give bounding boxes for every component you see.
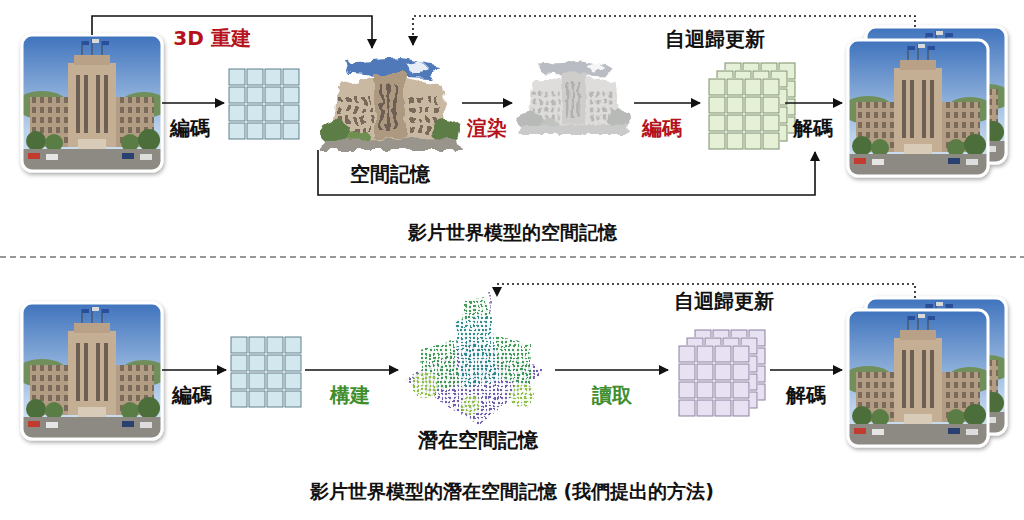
cloud-tree xyxy=(412,372,438,398)
step-label: 解碼 xyxy=(793,115,833,142)
feature-grid xyxy=(678,345,750,417)
rendered-image xyxy=(517,60,630,134)
building-photo xyxy=(16,35,168,171)
memory-node: 自迴歸更新 xyxy=(668,288,780,420)
flow-arrow xyxy=(318,150,815,195)
flow-arrows xyxy=(162,284,915,370)
flow-arrow xyxy=(162,102,224,104)
step-label: 編碼 xyxy=(172,382,212,409)
node-heading: 空間記憶 xyxy=(350,161,430,188)
point-cloud xyxy=(319,58,460,150)
latent-point-cloud xyxy=(405,292,545,425)
flow-arrow xyxy=(305,369,398,371)
step-label: 渲染 xyxy=(467,115,507,142)
node-heading: 潛在空間記憶 xyxy=(418,427,538,454)
caption-text: 影片世界模型的潛在空間記憶 (我們提出的方法) xyxy=(310,479,714,505)
stacked-grids xyxy=(708,62,796,150)
flow-arrows xyxy=(92,16,915,195)
building-photo xyxy=(16,303,168,439)
flow-arrow xyxy=(634,102,700,104)
output-photos xyxy=(842,27,1012,176)
memory-node: 潛在空間記憶 xyxy=(400,292,555,454)
node-heading: 自迴歸更新 xyxy=(674,288,774,315)
flow-arrow xyxy=(770,369,842,371)
output-photos xyxy=(842,298,1012,446)
node-heading: 自迴歸更新 xyxy=(665,26,765,53)
flow-arrow xyxy=(162,369,226,371)
cloud-tree xyxy=(460,395,480,415)
cloud-tower xyxy=(455,312,500,388)
reconstruction-cloud xyxy=(319,58,460,150)
separator xyxy=(0,256,1024,257)
step-label: 編碼 xyxy=(170,115,210,142)
flow-arrow xyxy=(462,102,512,104)
memory-node: 空間記憶 xyxy=(315,52,465,188)
flow-arrow xyxy=(785,102,842,104)
edge-label: 讀取 xyxy=(592,382,632,409)
cloud-top xyxy=(462,298,490,320)
cloud-wing xyxy=(495,335,532,385)
building-photo xyxy=(842,40,994,176)
caption-text: 影片世界模型的空間記憶 xyxy=(408,220,617,246)
feature-grid xyxy=(230,336,302,408)
building-photo xyxy=(842,310,994,446)
flow-arrow xyxy=(555,369,668,371)
stacked-grids xyxy=(678,329,766,417)
step-label: 編碼 xyxy=(642,115,682,142)
feature-grid xyxy=(708,78,780,150)
step-label: 3D 重建 xyxy=(173,25,250,52)
input-photo xyxy=(16,303,168,439)
input-photo xyxy=(16,35,168,171)
feature-grid xyxy=(228,68,300,140)
feedback-arrow xyxy=(413,16,915,45)
cloud-tree xyxy=(510,383,534,407)
rendered-view xyxy=(517,60,630,134)
cloud-flag xyxy=(489,292,491,312)
step-label: 解碼 xyxy=(786,382,826,409)
step-label: 構建 xyxy=(330,382,370,409)
